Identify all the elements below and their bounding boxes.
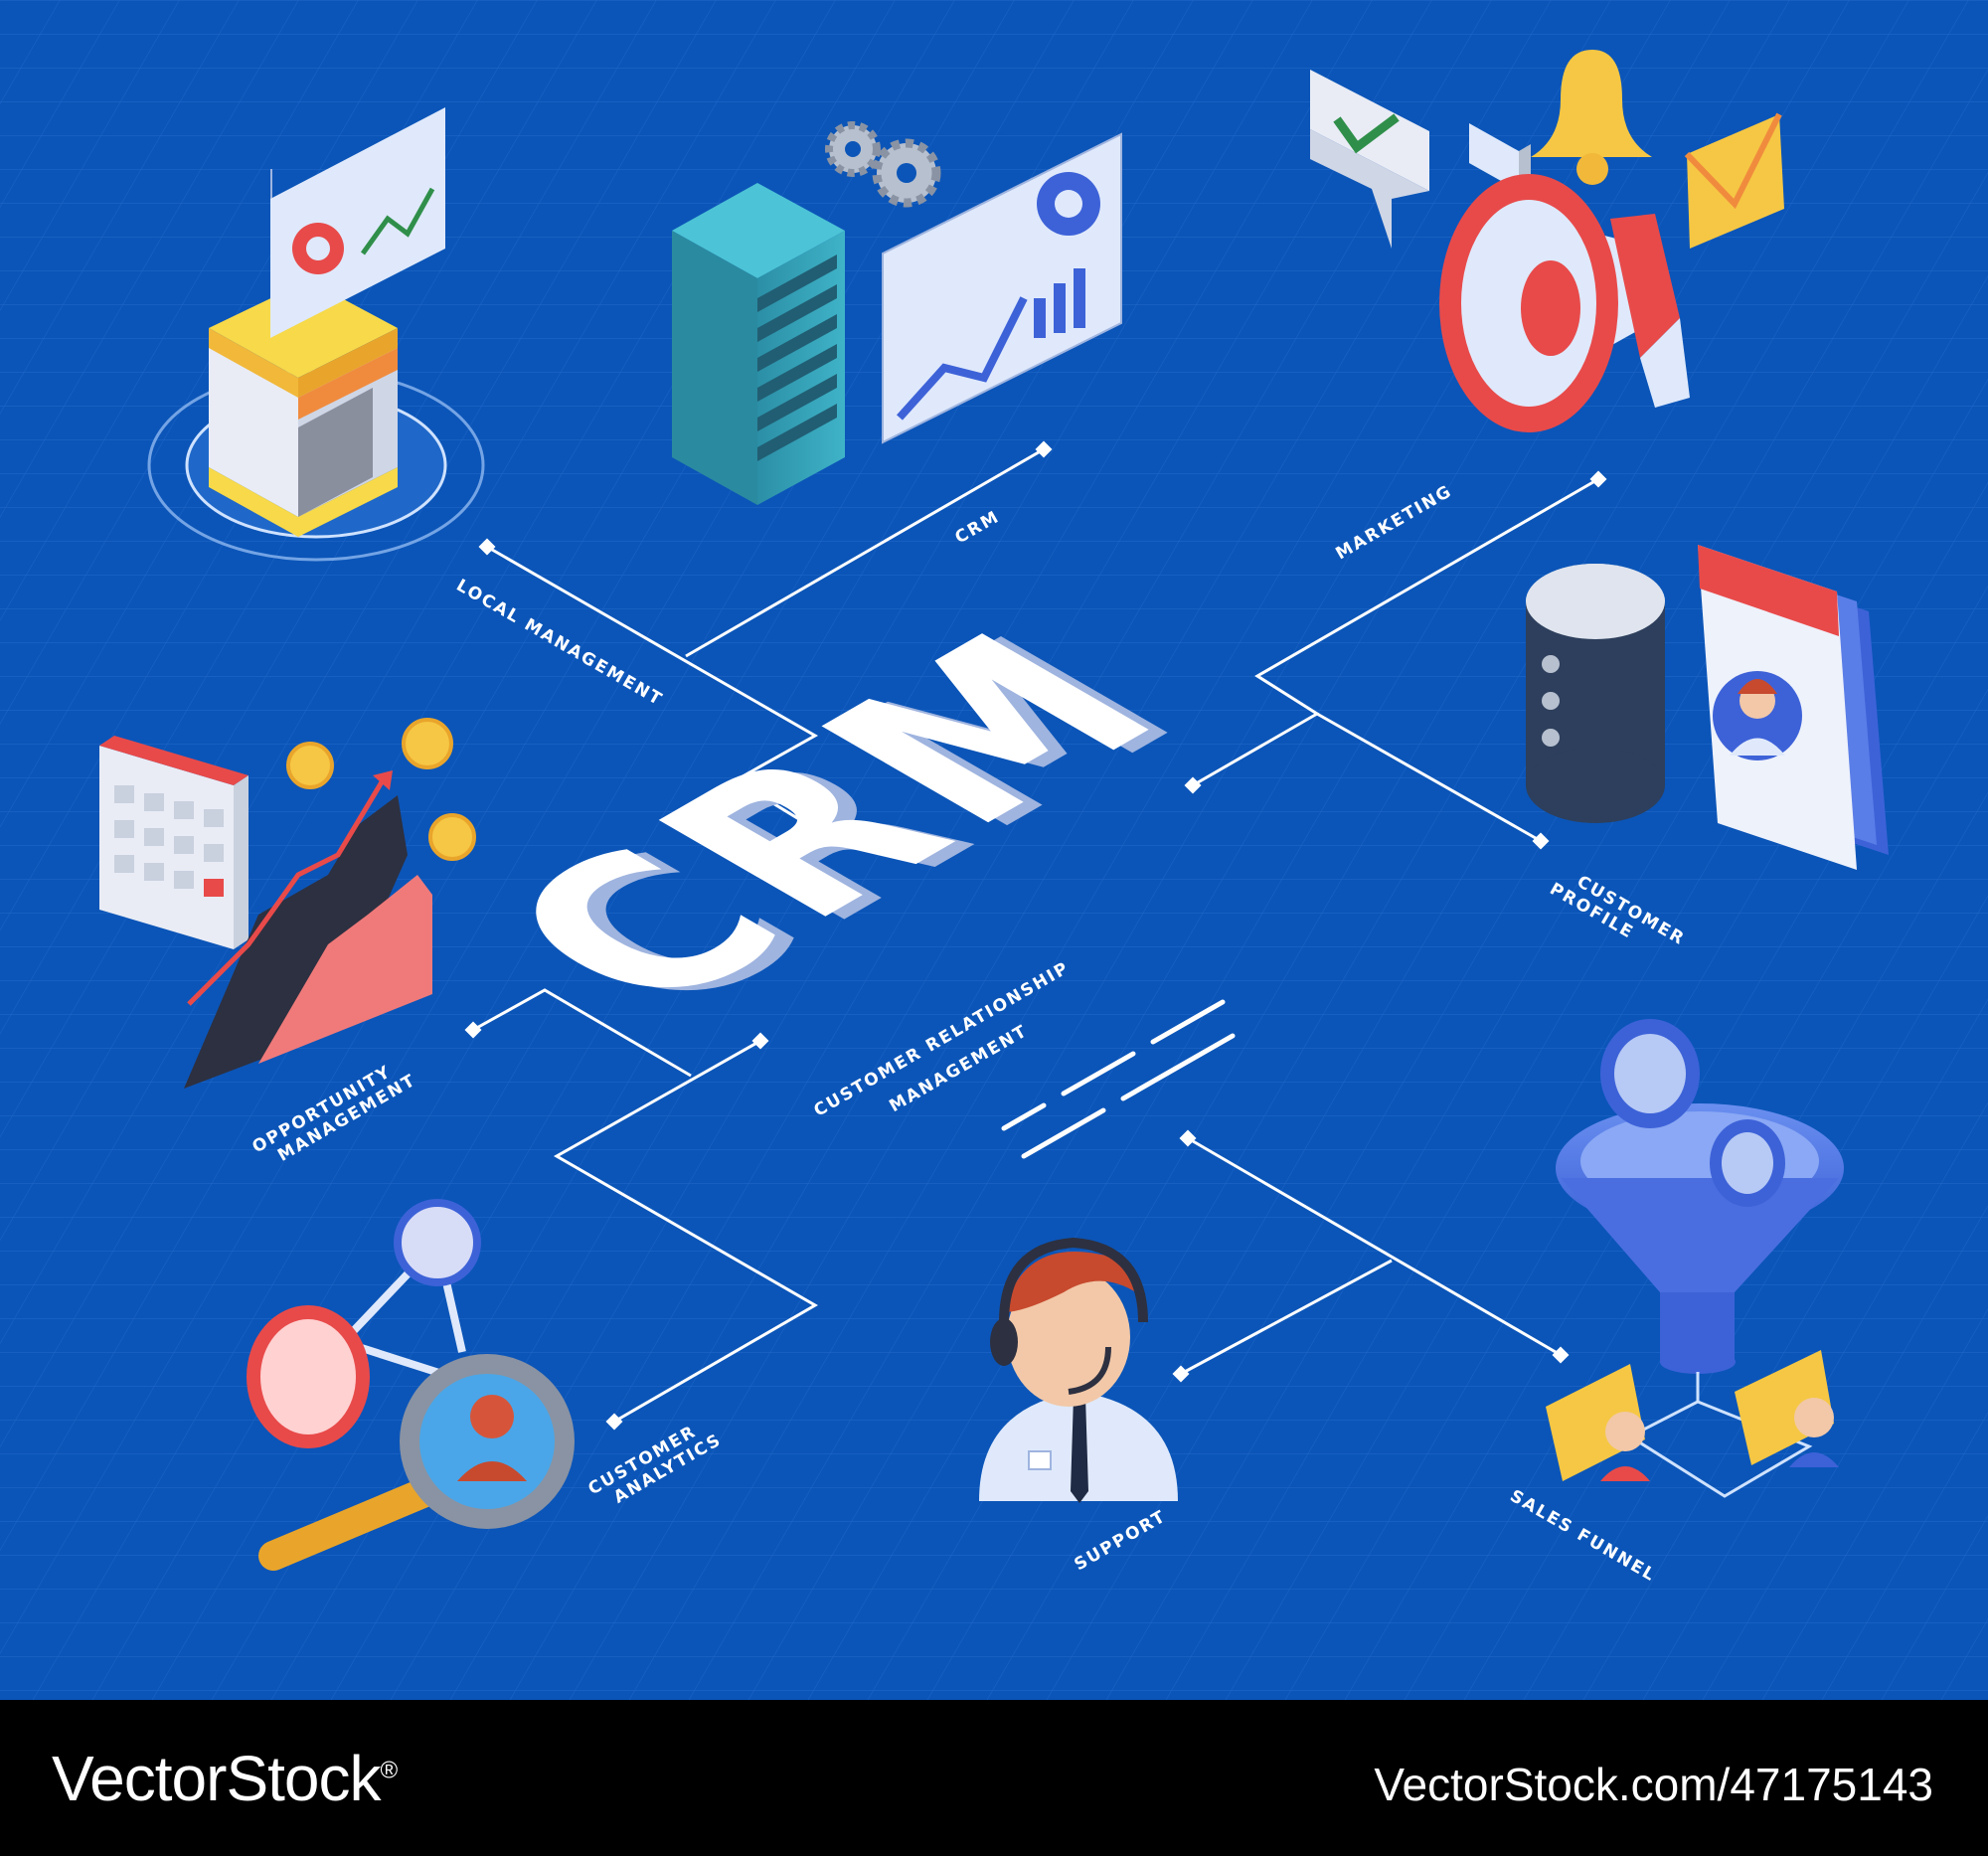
growth-chart-icon — [99, 718, 476, 1089]
registered-mark: ® — [380, 1757, 399, 1784]
megaphone-icon — [1310, 50, 1784, 432]
brand-name: VectorStock — [52, 1743, 381, 1814]
image-url: VectorStock.com/47175143 — [1374, 1759, 1933, 1810]
sales-funnel-icon — [1546, 1019, 1844, 1498]
store-icon — [147, 107, 485, 562]
server-dashboard-icon — [672, 121, 1122, 505]
magnifier-network-icon — [247, 1199, 575, 1571]
vectorstock-logo: VectorStock® — [52, 1742, 399, 1815]
decorative-dashes — [1001, 999, 1236, 1159]
connectors — [472, 447, 1599, 1424]
support-agent-icon — [979, 1237, 1178, 1503]
database-profile-icon — [1526, 545, 1889, 870]
footer-bar: VectorStock® VectorStock.com/47175143 — [0, 1700, 1988, 1856]
